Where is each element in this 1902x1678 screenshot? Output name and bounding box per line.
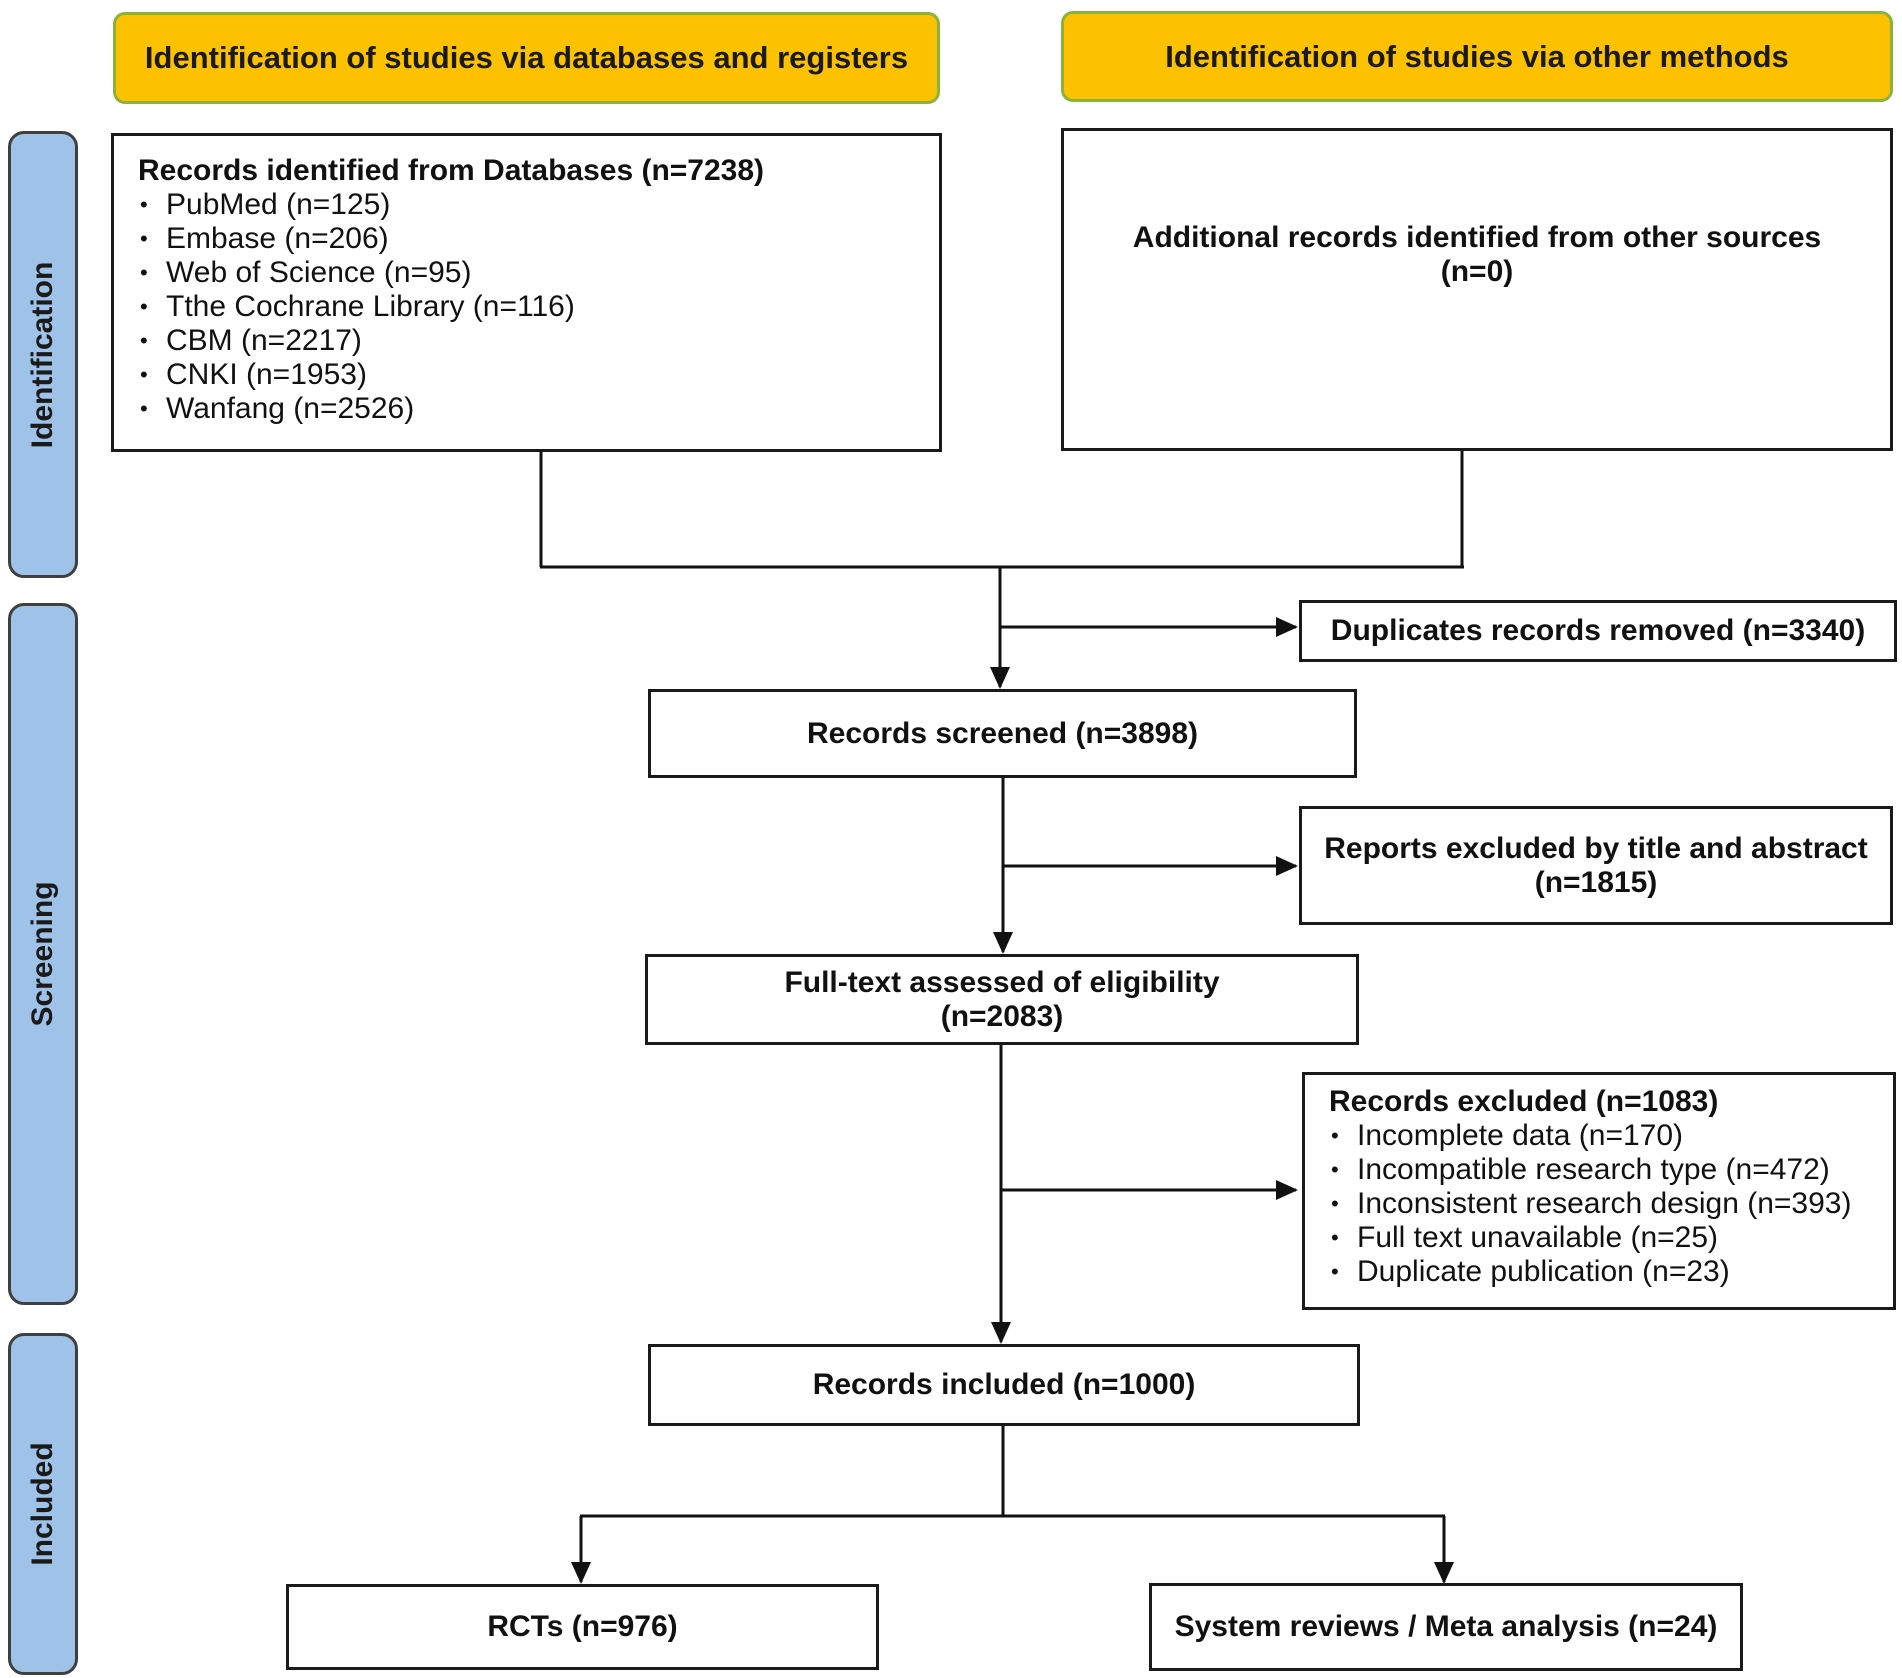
records-excluded-title: Records excluded (n=1083) (1329, 1085, 1719, 1118)
db-records-title: Records identified from Databases (n=723… (138, 154, 765, 187)
header-databases-label: Identification of studies via databases … (144, 40, 909, 75)
list-item: Web of Science (n=95) (138, 256, 939, 290)
list-item: Embase (n=206) (138, 222, 939, 256)
screened-box: Records screened (n=3898) (648, 689, 1357, 778)
included-label: Records included (n=1000) (812, 1368, 1196, 1401)
duplicates-label: Duplicates records removed (n=3340) (1330, 614, 1866, 647)
phase-screening-label: Screening (26, 881, 59, 1027)
list-item: Inconsistent research design (n=393) (1329, 1187, 1893, 1221)
excluded-title-line2: (n=1815) (1534, 865, 1658, 899)
duplicates-box: Duplicates records removed (n=3340) (1299, 600, 1897, 662)
reviews-box: System reviews / Meta analysis (n=24) (1149, 1583, 1743, 1671)
reviews-label: System reviews / Meta analysis (n=24) (1174, 1610, 1718, 1643)
phase-included: Included (8, 1333, 78, 1675)
db-records-list: PubMed (n=125) Embase (n=206) Web of Sci… (138, 188, 939, 426)
included-box: Records included (n=1000) (648, 1344, 1360, 1426)
screened-label: Records screened (n=3898) (806, 716, 1199, 750)
list-item: Incompatible research type (n=472) (1329, 1153, 1893, 1187)
header-other-methods: Identification of studies via other meth… (1061, 11, 1893, 102)
phase-identification-label: Identification (26, 261, 59, 448)
other-records-box: Additional records identified from other… (1061, 128, 1893, 451)
excluded-title-abstract-box: Reports excluded by title and abstract (… (1299, 806, 1893, 925)
phase-screening: Screening (8, 603, 78, 1305)
header-databases: Identification of studies via databases … (113, 12, 940, 104)
rcts-label: RCTs (n=976) (487, 1610, 678, 1643)
phase-included-label: Included (26, 1442, 59, 1566)
list-item: CNKI (n=1953) (138, 358, 939, 392)
fulltext-line2: (n=2083) (940, 999, 1064, 1033)
list-item: Tthe Cochrane Library (n=116) (138, 290, 939, 324)
fulltext-box: Full-text assessed of eligibility (n=208… (645, 954, 1359, 1045)
header-other-label: Identification of studies via other meth… (1165, 38, 1789, 74)
list-item: Wanfang (n=2526) (138, 392, 939, 426)
list-item: CBM (n=2217) (138, 324, 939, 358)
list-item: Duplicate publication (n=23) (1329, 1255, 1893, 1289)
list-item: Full text unavailable (n=25) (1329, 1221, 1893, 1255)
other-records-line2: (n=0) (1440, 254, 1514, 288)
excluded-title-line1: Reports excluded by title and abstract (1324, 831, 1868, 865)
records-excluded-box: Records excluded (n=1083) Incomplete dat… (1302, 1072, 1896, 1310)
other-records-line1: Additional records identified from other… (1132, 220, 1822, 254)
db-records-box: Records identified from Databases (n=723… (111, 133, 942, 452)
list-item: Incomplete data (n=170) (1329, 1119, 1893, 1153)
rcts-box: RCTs (n=976) (286, 1584, 879, 1670)
fulltext-line1: Full-text assessed of eligibility (784, 965, 1220, 999)
records-excluded-list: Incomplete data (n=170) Incompatible res… (1329, 1119, 1893, 1289)
phase-identification: Identification (8, 131, 78, 578)
list-item: PubMed (n=125) (138, 188, 939, 222)
